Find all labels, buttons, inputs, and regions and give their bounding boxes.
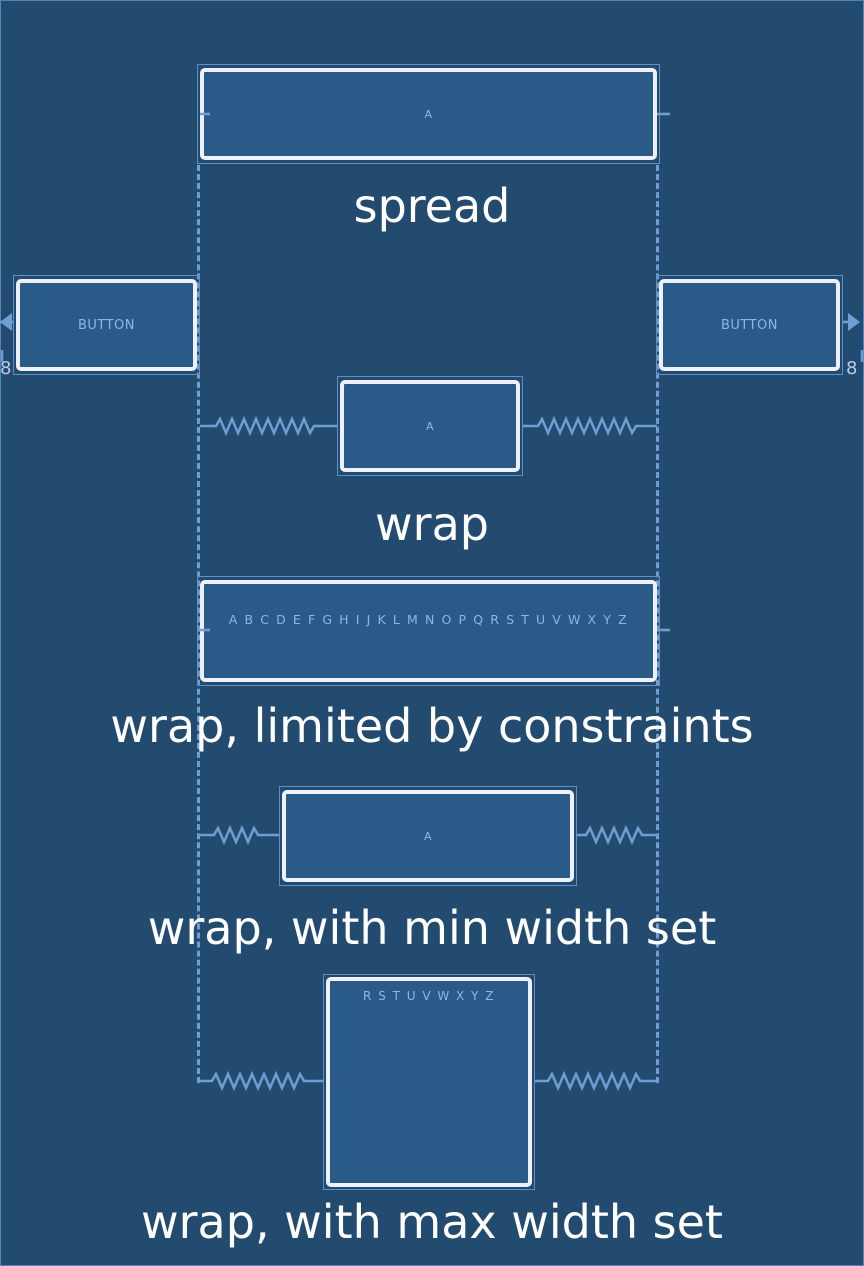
max-selection-box [323, 974, 535, 1190]
left-button[interactable]: BUTTON [16, 279, 197, 371]
right-margin-value: 8 [846, 358, 858, 379]
max-right-spring-icon [535, 1070, 659, 1092]
wrap-widget-text: A [425, 419, 435, 433]
left-guideline [197, 165, 200, 1083]
spread-widget-text: A [424, 107, 433, 121]
spread-caption: spread [353, 179, 511, 233]
min-widget-text: A [423, 829, 433, 843]
right-button[interactable]: BUTTON [659, 279, 840, 371]
right-guideline [656, 165, 659, 1083]
right-button-selection-box [656, 275, 843, 375]
min-widget[interactable]: A [282, 790, 574, 882]
wrap-widget[interactable]: A [340, 380, 520, 472]
wrap-min-caption: wrap, with min width set [147, 901, 717, 955]
wrap-left-spring-icon [200, 415, 337, 437]
wrap-right-spring-icon [523, 415, 657, 437]
wrap-selection-box [337, 376, 523, 476]
max-left-spring-icon [198, 1070, 323, 1092]
right-button-label: BUTTON [720, 317, 779, 333]
left-arrow-icon [0, 313, 12, 331]
right-arrow-icon [848, 313, 860, 331]
min-left-spring-icon [200, 824, 279, 846]
wrap-limited-caption: wrap, limited by constraints [110, 699, 754, 753]
left-button-label: BUTTON [77, 317, 136, 333]
left-button-selection-box [13, 275, 200, 375]
left-margin-value: 8 [0, 358, 12, 379]
wrap-max-caption: wrap, with max width set [141, 1195, 723, 1249]
max-widget[interactable]: R S T U V W X Y Z [326, 977, 532, 1187]
wrap-caption: wrap [375, 497, 489, 551]
spread-widget[interactable]: A [200, 68, 657, 160]
limited-widget-text: A B C D E F G H I J K L M N O P Q R S T … [228, 612, 629, 627]
max-widget-text: R S T U V W X Y Z [363, 989, 495, 1003]
min-selection-box [279, 786, 577, 886]
min-right-spring-icon [577, 824, 657, 846]
